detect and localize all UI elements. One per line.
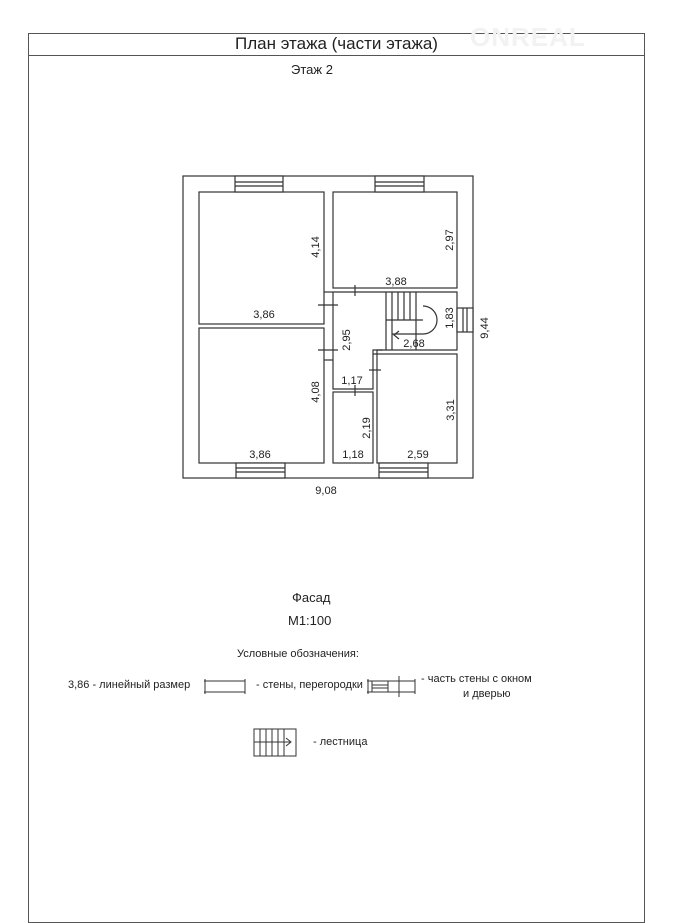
legend-wall-symbol xyxy=(204,679,246,694)
dim-tl-height: 4,14 xyxy=(310,236,322,257)
dim-stair-height: 1,83 xyxy=(444,307,456,328)
dim-tr-width: 3,88 xyxy=(385,276,406,288)
dim-br-width: 2,59 xyxy=(407,449,428,461)
dim-corridor-width: 1,17 xyxy=(341,375,362,387)
dim-bl-height: 4,08 xyxy=(310,381,322,402)
page-title: План этажа (части этажа) xyxy=(28,33,645,56)
legend-window-door-line1: - часть стены с окном xyxy=(421,673,532,685)
window-top-right xyxy=(374,175,425,193)
window-right xyxy=(456,307,474,333)
dim-stair-width: 2,68 xyxy=(403,338,424,350)
legend-title: Условные обозначения: xyxy=(237,648,359,660)
window-bottom-left xyxy=(235,462,286,479)
room-bathroom xyxy=(332,391,374,464)
legend-stairs: - лестница xyxy=(313,736,368,748)
legend-walls: - стены, перегородки xyxy=(256,679,363,691)
legend-window-door-line2: и дверью xyxy=(463,688,511,700)
dim-total-width: 9,08 xyxy=(315,485,336,497)
dim-corridor-height: 2,95 xyxy=(341,329,353,350)
window-top-left xyxy=(234,175,284,193)
dim-br-height: 3,31 xyxy=(445,399,457,420)
dim-bath-height: 2,19 xyxy=(361,417,373,438)
outer-wall xyxy=(182,175,474,479)
facade-label: Фасад xyxy=(292,590,331,605)
floor-label: Этаж 2 xyxy=(291,62,333,77)
scale-label: М1:100 xyxy=(288,613,332,628)
dim-bl-width: 3,86 xyxy=(249,449,270,461)
dim-tl-width: 3,86 xyxy=(253,309,274,321)
door-ticks xyxy=(318,285,381,396)
legend-window-door-symbol xyxy=(367,676,416,697)
staircase xyxy=(385,292,438,350)
dim-total-height: 9,44 xyxy=(479,317,491,338)
dim-bath-width: 1,18 xyxy=(342,449,363,461)
watermark-logo: ONREAL xyxy=(470,22,586,52)
window-bottom-right xyxy=(378,462,429,479)
legend-stairs-symbol xyxy=(253,728,297,757)
dim-tr-height: 2,97 xyxy=(444,229,456,250)
legend-linear-size: 3,86 - линейный размер xyxy=(68,679,191,691)
